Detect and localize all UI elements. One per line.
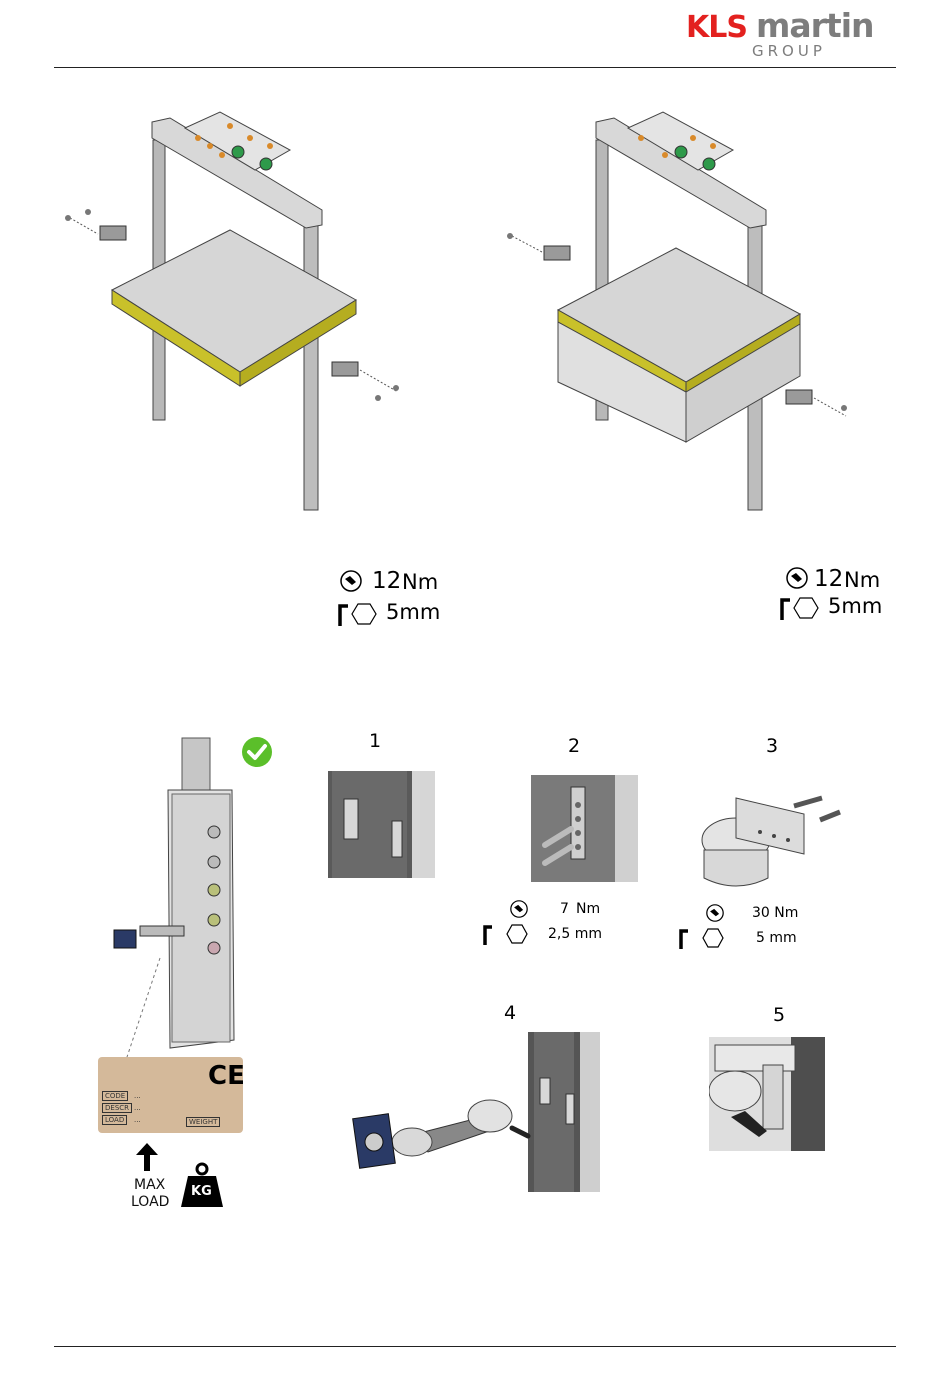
step-5-image: [709, 1037, 825, 1151]
step-4-number: 4: [504, 1002, 516, 1024]
step-3-number: 3: [766, 735, 778, 757]
torque-unit: Nm: [402, 570, 438, 594]
logo-group: GROUP: [752, 42, 826, 60]
max-load-line1: MAX: [134, 1177, 165, 1193]
torque-value: 12: [814, 566, 843, 592]
column-illustration: [100, 730, 280, 1060]
hex-key-icon: [336, 600, 380, 628]
torque-wrench-icon: [706, 904, 724, 922]
footer-rule: [54, 1346, 896, 1347]
hex-key-icon: [676, 925, 726, 951]
torque-wrench-icon: [340, 570, 362, 592]
shelf-assembly-illustration: [60, 100, 420, 520]
label-code-dots: ...: [134, 1091, 141, 1100]
drawer-assembly-illustration: [500, 100, 880, 520]
torque-wrench-icon: [786, 567, 808, 589]
hex-size: 5 mm: [756, 930, 797, 946]
hex-size: 5mm: [828, 594, 882, 618]
weight-icon-label: KG: [191, 1184, 212, 1199]
hex-key-icon: [480, 921, 530, 947]
torque-unit: Nm: [576, 901, 600, 917]
torque-value: 7: [560, 901, 569, 917]
label-descr: DESCR: [102, 1103, 132, 1113]
type-label: CE CODE ... DESCR ... LOAD ... WEIGHT: [98, 1057, 243, 1133]
hex-size: 5mm: [386, 600, 440, 624]
label-load: LOAD: [102, 1115, 127, 1125]
header-rule: [54, 67, 896, 68]
weight-icon: KG: [180, 1162, 224, 1208]
label-code: CODE: [102, 1091, 128, 1101]
ce-mark: CE: [208, 1061, 245, 1091]
step-4-image: [348, 1032, 603, 1192]
arrow-up-icon: [134, 1141, 160, 1173]
check-icon: [241, 736, 273, 768]
brand-logo: KLS martin GROUP: [686, 6, 901, 62]
label-descr-dots: ...: [134, 1103, 141, 1112]
hex-size: 2,5 mm: [548, 926, 602, 942]
step-2-image: [531, 775, 638, 882]
hex-key-icon: [778, 594, 822, 622]
logo-martin: martin: [756, 6, 874, 45]
step-1-image: [328, 771, 435, 878]
step-1-number: 1: [369, 730, 381, 752]
torque-value: 12: [372, 568, 401, 594]
label-weight: WEIGHT: [186, 1117, 220, 1127]
step-5-number: 5: [773, 1004, 785, 1026]
torque-wrench-icon: [510, 900, 528, 918]
step-2-number: 2: [568, 735, 580, 757]
label-load-dots: ...: [134, 1115, 141, 1124]
step-3-image: [700, 790, 845, 890]
logo-kls: KLS: [686, 10, 747, 45]
torque-unit: Nm: [844, 568, 880, 592]
torque-value: 30 Nm: [752, 905, 798, 921]
max-load-line2: LOAD: [131, 1194, 169, 1210]
